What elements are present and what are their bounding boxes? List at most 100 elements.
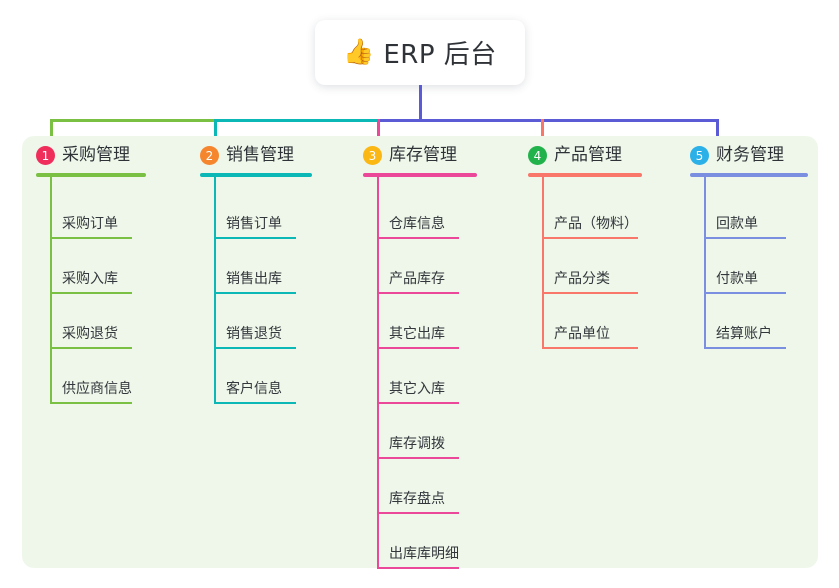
number-badge-1: 1 bbox=[36, 146, 55, 165]
list-item-label: 采购退货 bbox=[62, 326, 118, 342]
list-item[interactable]: 客户信息 bbox=[214, 349, 296, 404]
list-item[interactable]: 销售订单 bbox=[214, 184, 296, 239]
list-item-rule bbox=[704, 292, 786, 294]
list-item[interactable]: 供应商信息 bbox=[50, 349, 132, 404]
bus-segment-blue bbox=[377, 119, 718, 122]
list-item-rule bbox=[377, 237, 459, 239]
root-node-card[interactable]: 👍 ERP 后台 bbox=[315, 20, 525, 85]
drop-sales bbox=[214, 119, 217, 145]
root-node-content: 👍 ERP 后台 bbox=[343, 34, 497, 71]
list-item[interactable]: 付款单 bbox=[704, 239, 786, 294]
column-title-2: 销售管理 bbox=[226, 145, 294, 165]
column-stem-5 bbox=[704, 177, 706, 349]
list-item-rule bbox=[377, 457, 459, 459]
number-badge-3: 3 bbox=[363, 146, 382, 165]
list-item-rule bbox=[542, 237, 638, 239]
bus-segment-teal bbox=[214, 119, 377, 122]
list-item[interactable]: 仓库信息 bbox=[377, 184, 459, 239]
branches-panel: 1 采购管理采购订单采购入库采购退货供应商信息 2 销售管理销售订单销售出库销售退货客… bbox=[22, 136, 818, 569]
column-stem-1 bbox=[50, 177, 52, 404]
list-item-label: 销售出库 bbox=[226, 271, 282, 287]
list-item-rule bbox=[50, 292, 132, 294]
list-item-label: 产品库存 bbox=[389, 271, 445, 287]
column-header-rule-2 bbox=[200, 173, 312, 177]
column-header-4[interactable]: 4 产品管理 bbox=[528, 146, 622, 165]
list-item-rule bbox=[377, 567, 459, 569]
list-item[interactable]: 库存调拨 bbox=[377, 404, 459, 459]
number-badge-2: 2 bbox=[200, 146, 219, 165]
list-item-label: 库存盘点 bbox=[389, 491, 445, 507]
drop-finance bbox=[716, 119, 719, 145]
trunk-line bbox=[419, 85, 422, 122]
list-item-label: 出库库明细 bbox=[389, 546, 459, 562]
list-item[interactable]: 回款单 bbox=[704, 184, 786, 239]
list-item-label: 付款单 bbox=[716, 271, 758, 287]
list-item-label: 仓库信息 bbox=[389, 216, 445, 232]
list-item-label: 其它入库 bbox=[389, 381, 445, 397]
column-stem-4 bbox=[542, 177, 544, 349]
list-item-label: 产品单位 bbox=[554, 326, 610, 342]
list-item-rule bbox=[214, 402, 296, 404]
thumbs-up-icon: 👍 bbox=[343, 37, 375, 66]
root-node-title: ERP 后台 bbox=[383, 40, 497, 70]
list-item[interactable]: 库存盘点 bbox=[377, 459, 459, 514]
list-item-rule bbox=[214, 237, 296, 239]
list-item-label: 库存调拨 bbox=[389, 436, 445, 452]
list-item-label: 其它出库 bbox=[389, 326, 445, 342]
list-item[interactable]: 出库库明细 bbox=[377, 514, 459, 569]
list-item-label: 销售订单 bbox=[226, 216, 282, 232]
list-item-rule bbox=[704, 237, 786, 239]
list-item[interactable]: 产品单位 bbox=[542, 294, 638, 349]
list-item-rule bbox=[214, 292, 296, 294]
drop-inventory bbox=[377, 119, 380, 145]
column-header-1[interactable]: 1 采购管理 bbox=[36, 146, 130, 165]
column-stem-2 bbox=[214, 177, 216, 404]
column-title-4: 产品管理 bbox=[554, 145, 622, 165]
list-item-rule bbox=[50, 347, 132, 349]
number-badge-4: 4 bbox=[528, 146, 547, 165]
list-item-rule bbox=[377, 292, 459, 294]
column-header-rule-5 bbox=[690, 173, 808, 177]
list-item-label: 产品分类 bbox=[554, 271, 610, 287]
column-header-rule-3 bbox=[363, 173, 477, 177]
list-item-label: 产品（物料） bbox=[554, 216, 638, 232]
column-stem-3 bbox=[377, 177, 379, 569]
drop-purchasing bbox=[50, 119, 53, 145]
column-header-rule-1 bbox=[36, 173, 146, 177]
column-title-1: 采购管理 bbox=[62, 145, 130, 165]
list-item[interactable]: 销售退货 bbox=[214, 294, 296, 349]
list-item-rule bbox=[377, 402, 459, 404]
column-title-5: 财务管理 bbox=[716, 145, 784, 165]
list-item[interactable]: 采购退货 bbox=[50, 294, 132, 349]
list-item[interactable]: 产品库存 bbox=[377, 239, 459, 294]
list-item[interactable]: 其它出库 bbox=[377, 294, 459, 349]
list-item[interactable]: 其它入库 bbox=[377, 349, 459, 404]
list-item-label: 采购入库 bbox=[62, 271, 118, 287]
list-item-label: 回款单 bbox=[716, 216, 758, 232]
list-item-rule bbox=[542, 347, 638, 349]
list-item-label: 采购订单 bbox=[62, 216, 118, 232]
number-badge-5: 5 bbox=[690, 146, 709, 165]
drop-product bbox=[541, 119, 544, 145]
list-item-rule bbox=[214, 347, 296, 349]
column-header-3[interactable]: 3 库存管理 bbox=[363, 146, 457, 165]
list-item-label: 供应商信息 bbox=[62, 381, 132, 397]
list-item-rule bbox=[542, 292, 638, 294]
column-header-2[interactable]: 2 销售管理 bbox=[200, 146, 294, 165]
list-item[interactable]: 采购订单 bbox=[50, 184, 132, 239]
list-item-label: 销售退货 bbox=[226, 326, 282, 342]
list-item[interactable]: 采购入库 bbox=[50, 239, 132, 294]
list-item[interactable]: 结算账户 bbox=[704, 294, 786, 349]
list-item-rule bbox=[704, 347, 786, 349]
list-item[interactable]: 销售出库 bbox=[214, 239, 296, 294]
column-header-5[interactable]: 5 财务管理 bbox=[690, 146, 784, 165]
column-title-3: 库存管理 bbox=[389, 145, 457, 165]
list-item[interactable]: 产品分类 bbox=[542, 239, 638, 294]
list-item-label: 客户信息 bbox=[226, 381, 282, 397]
list-item-label: 结算账户 bbox=[716, 326, 772, 342]
list-item-rule bbox=[50, 402, 132, 404]
column-header-rule-4 bbox=[528, 173, 642, 177]
list-item[interactable]: 产品（物料） bbox=[542, 184, 638, 239]
list-item-rule bbox=[377, 347, 459, 349]
bus-segment-green bbox=[50, 119, 214, 122]
